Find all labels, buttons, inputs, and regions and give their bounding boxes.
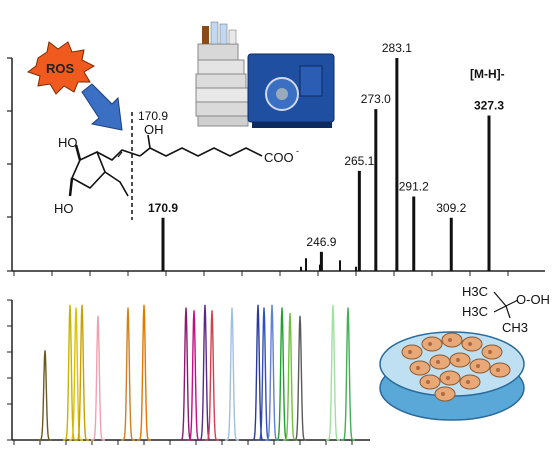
molecule-oh-chain: OH [144, 122, 164, 137]
spectrum-peak-label: 246.9 [306, 235, 336, 249]
ros-starburst-icon [26, 41, 96, 95]
mass-spectrum: 170.9 246.9 265.1 273.0 283.1 291.2 309.2 327.3… [7, 41, 545, 276]
spectrum-y-ticks [7, 57, 12, 272]
chrom-peak [75, 304, 89, 441]
molecule-carboxylate: COO [264, 150, 294, 165]
molecule-charge: - [296, 146, 299, 156]
ros-label: ROS [46, 61, 75, 76]
tbhp-ch3: CH3 [502, 320, 528, 335]
chrom-peak [251, 304, 265, 441]
chrom-peak [198, 304, 212, 441]
spectrum-peaks: 170.9 246.9 265.1 273.0 283.1 291.2 309.2 327.3 [148, 41, 504, 271]
chromatogram [7, 299, 370, 445]
petri-dish-icon [379, 331, 525, 421]
chrom-peak [341, 307, 355, 441]
chrom-peak [293, 315, 307, 441]
chrom-peak [91, 315, 105, 441]
chrom-peak [225, 307, 239, 441]
spectrum-peak-label: 283.1 [382, 41, 412, 55]
chrom-peak [38, 350, 52, 441]
chrom-peak [179, 307, 193, 441]
chrom-peak [326, 304, 340, 441]
tbhp-h3c-left: H3C [462, 304, 488, 319]
ion-label: [M-H]- [470, 67, 505, 81]
spectrum-x-ticks [13, 271, 509, 276]
spectrum-peak-label: 265.1 [344, 154, 374, 168]
spectrum-peak-label: 170.9 [148, 201, 178, 215]
chrom-x-ticks [13, 440, 353, 445]
chrom-peaks [38, 304, 355, 441]
ros-burst: ROS [26, 41, 96, 95]
molecule-structure: 170.9 HO OH HO COO - [54, 109, 299, 220]
tbhp-h3c: H3C [462, 284, 488, 299]
cells [401, 332, 511, 402]
tbhp-ooh: O-OH [516, 292, 550, 307]
cleavage-label: 170.9 [138, 109, 168, 123]
chrom-peak [257, 307, 271, 441]
chrom-y-ticks [7, 299, 12, 441]
chrom-peak [121, 307, 135, 441]
chrom-peak [137, 304, 151, 441]
lcms-instrument-icon [195, 21, 335, 128]
chrom-peak [63, 304, 77, 441]
chrom-peak [205, 310, 219, 441]
chrom-peak [275, 307, 289, 441]
molecule-oh-top: HO [58, 135, 78, 150]
spectrum-peak-label: 309.2 [436, 201, 466, 215]
molecule-oh-bottom: HO [54, 201, 74, 216]
spectrum-peak-label: 291.2 [399, 179, 429, 193]
spectrum-peak-label: 273.0 [361, 92, 391, 106]
tbhp-structure: H3C H3C O-OH CH3 [462, 284, 550, 335]
spectrum-peak-label: 327.3 [474, 99, 504, 113]
chrom-peak [69, 307, 83, 441]
ros-arrow-icon [81, 83, 123, 131]
